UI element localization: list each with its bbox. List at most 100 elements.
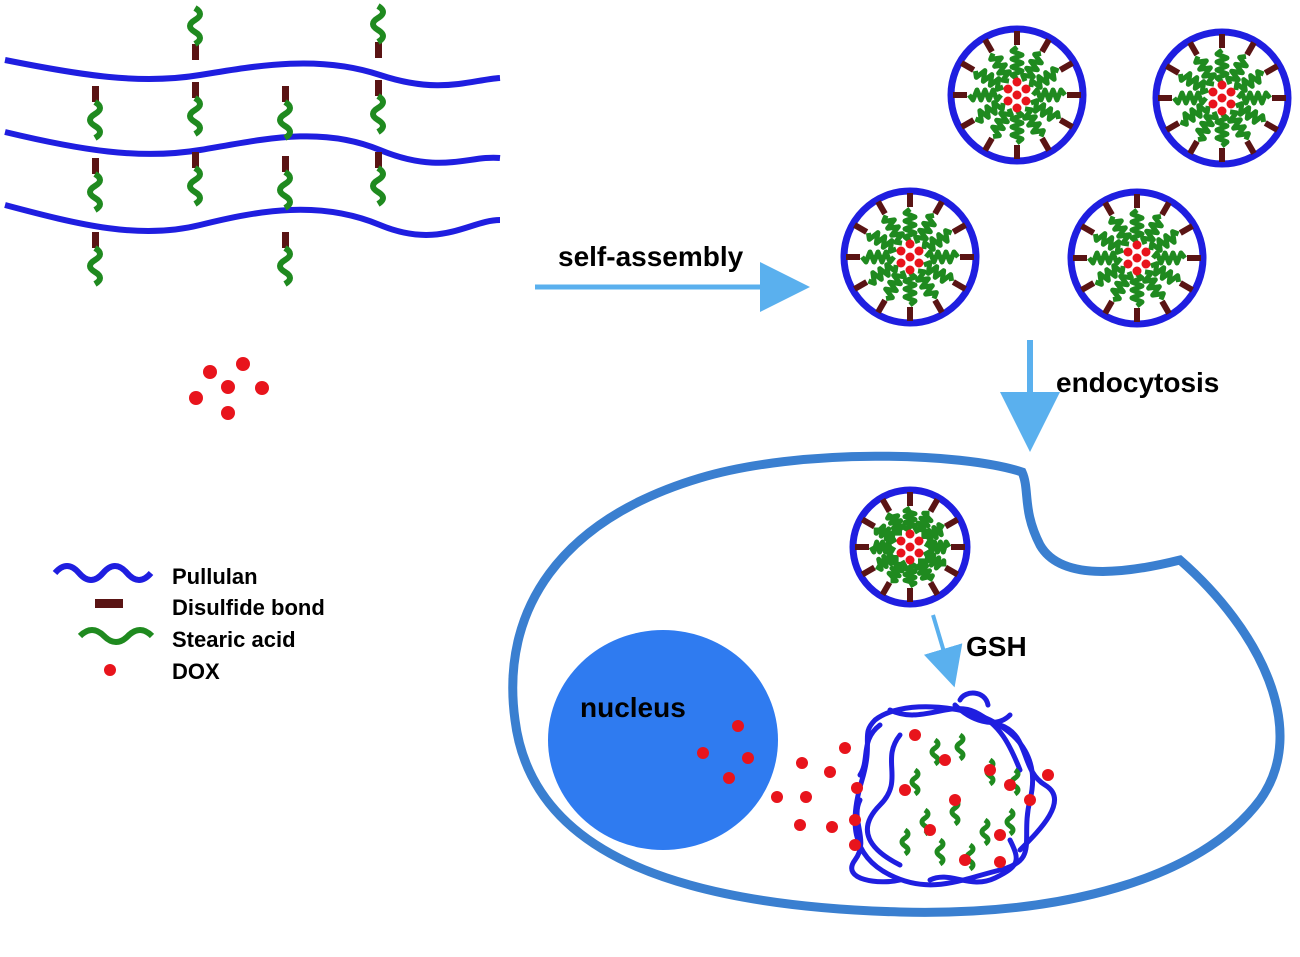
stearic-acid-fragment — [909, 767, 921, 797]
dox-molecule — [824, 766, 836, 778]
stearic-acid-chain — [1092, 231, 1125, 255]
stearic-acid-chain — [1110, 270, 1134, 303]
stearic-acid-chain — [902, 207, 918, 243]
dox-molecule — [189, 391, 203, 405]
stearic-acid-chain — [187, 95, 203, 137]
stearic-acid-chain — [1009, 109, 1025, 145]
dox-molecule — [924, 824, 936, 836]
pullulan-icon — [52, 563, 154, 583]
stearic-acid-chain — [1108, 215, 1132, 247]
stearic-acid-chain — [874, 551, 899, 572]
dox-molecule — [1141, 247, 1151, 257]
micelle — [947, 25, 1087, 165]
micelle-group — [840, 25, 1292, 608]
legend-label-pullulan: Pullulan — [172, 564, 258, 589]
disulfide-bond — [1178, 223, 1194, 236]
disulfide-bond — [932, 200, 945, 216]
stearic-acid-chain — [1234, 101, 1267, 125]
stearic-acid-chain — [914, 558, 935, 583]
stearic-acid-chain — [1129, 272, 1145, 308]
disassembled-micelle — [849, 690, 1057, 888]
pullulan-fragment — [952, 702, 1013, 725]
disulfide-bond — [1263, 120, 1279, 133]
gsh-label: GSH — [966, 631, 1027, 662]
stearic-acid-chain — [1087, 250, 1123, 266]
stearic-acid-chain — [883, 269, 907, 302]
stearic-acid-chain — [967, 87, 1003, 103]
disulfide-bond — [951, 222, 967, 235]
stearic-acid-fragment — [934, 837, 946, 867]
stearic-acid-chain — [1140, 213, 1164, 246]
stearic-acid-chain — [1129, 208, 1145, 244]
dox-molecule — [1021, 84, 1031, 94]
stearic-acid-chain — [187, 5, 203, 47]
stearic-acid-chain — [988, 52, 1012, 84]
dox-molecule — [203, 365, 217, 379]
stearic-acid-chain — [922, 549, 947, 571]
dox-molecule — [1021, 96, 1031, 106]
stearic-acid-chain — [1028, 66, 1060, 90]
pullulan-fragment — [957, 690, 991, 708]
stearic-acid-icon — [77, 627, 155, 645]
disulfide-bond — [1080, 223, 1096, 236]
dox-molecule — [994, 856, 1006, 868]
dox-molecule — [914, 246, 924, 256]
stearic-acid-chain — [912, 510, 934, 535]
stearic-acid-chain — [1233, 69, 1265, 93]
disulfide-bond-icon — [95, 599, 123, 608]
disulfide-bond — [860, 516, 876, 530]
dox-molecule — [794, 819, 806, 831]
dox-molecule — [221, 406, 235, 420]
legend-label-disulfide: Disulfide bond — [172, 595, 325, 620]
dox-molecule — [1004, 779, 1016, 791]
dox-molecule — [939, 754, 951, 766]
disulfide-bond — [1058, 117, 1074, 130]
stearic-acid-chain — [867, 262, 899, 286]
dox-molecule — [849, 814, 861, 826]
micelle — [849, 486, 971, 608]
stearic-acid-chain — [885, 511, 906, 536]
dox-molecule — [849, 839, 861, 851]
disulfide-bond — [927, 497, 941, 513]
disulfide-bond — [92, 158, 99, 174]
dox-molecule — [1024, 794, 1036, 806]
disulfide-bond — [879, 497, 893, 513]
dox-molecule — [1042, 769, 1054, 781]
disulfide-bond — [192, 152, 199, 168]
dox-molecule — [1208, 87, 1218, 97]
dox-molecule — [896, 536, 906, 546]
stearic-acid-chain — [1142, 269, 1166, 301]
pullulan-fragment — [857, 722, 883, 778]
stearic-acid-chain — [370, 93, 386, 135]
dox-molecule — [1123, 259, 1133, 269]
gsh-arrow — [923, 614, 963, 688]
disulfide-bond — [932, 298, 945, 314]
stearic-acid-chain — [921, 228, 953, 252]
stearic-acid-chain — [87, 99, 103, 141]
dox-molecule — [221, 380, 235, 394]
dox-molecule — [909, 729, 921, 741]
stearic-acid-chain — [1177, 71, 1210, 95]
stearic-acid-fragment — [929, 737, 941, 767]
stearic-acid-chain — [370, 3, 386, 45]
disulfide-bond — [1187, 139, 1200, 155]
dox-molecule — [1012, 103, 1022, 113]
stearic-acid-chain — [1214, 112, 1230, 148]
stearic-acid-chain — [1151, 250, 1187, 266]
stearic-acid-chain — [902, 505, 918, 534]
stearic-acid-chain — [87, 171, 103, 213]
stearic-acid-chain — [886, 559, 908, 584]
micelle — [1152, 28, 1292, 168]
disulfide-bond — [982, 38, 995, 54]
legend: Pullulan Disulfide bond Stearic acid DOX — [52, 563, 325, 684]
disulfide-bond — [375, 80, 382, 96]
dox-molecule — [800, 791, 812, 803]
dox-molecule — [851, 782, 863, 794]
stearic-acid-chain — [187, 165, 203, 207]
stearic-acid-chain — [1179, 103, 1211, 127]
disulfide-bond — [92, 86, 99, 102]
stearic-acid-chain — [1020, 50, 1044, 83]
dox-molecule — [914, 258, 924, 268]
dox-molecule — [1123, 247, 1133, 257]
dox-molecule — [914, 536, 924, 546]
